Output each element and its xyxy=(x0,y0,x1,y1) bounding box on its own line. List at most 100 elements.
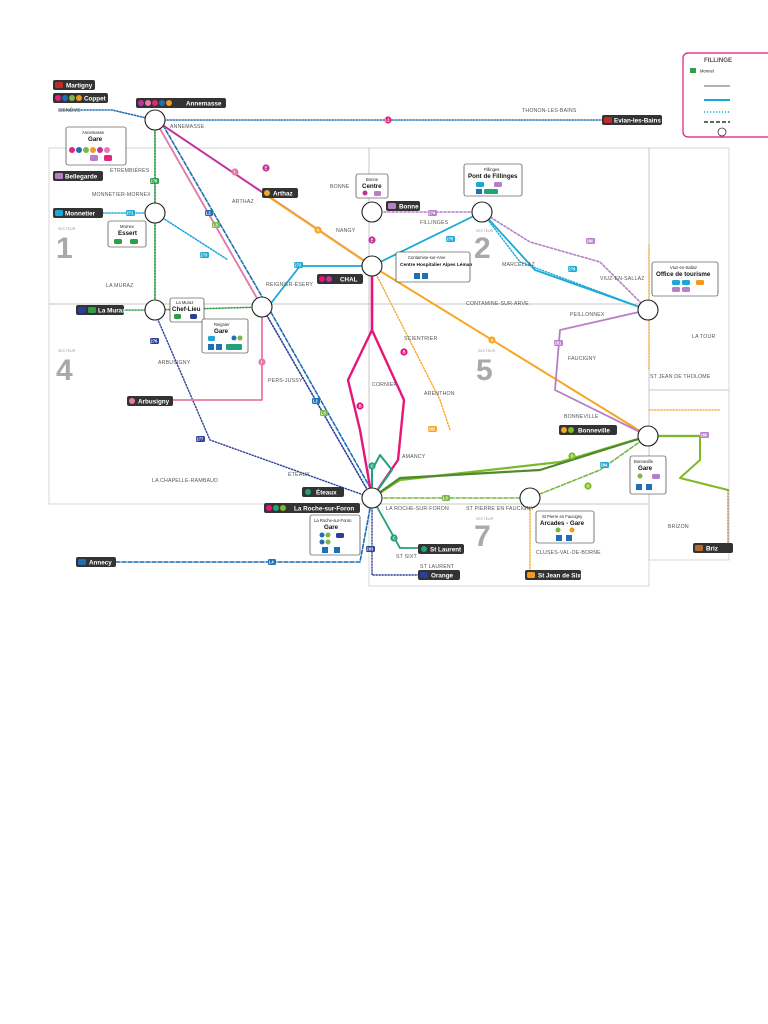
place-chapelle: LA CHAPELLE-RAMBAUD xyxy=(152,478,218,484)
svg-text:Annecy: Annecy xyxy=(89,560,112,567)
tag-evian: Evian-les-Bains xyxy=(602,115,662,125)
tag-arbusigny: Arbusigny xyxy=(127,396,173,406)
svg-text:D: D xyxy=(571,454,574,459)
svg-text:273: 273 xyxy=(200,253,208,258)
legend-title: FILLINGE xyxy=(704,57,732,64)
line-c-south xyxy=(371,497,421,549)
badge-l3b: L3 xyxy=(320,410,328,416)
badge-n279: 279 xyxy=(568,266,577,272)
place-la-roche: LA ROCHE-SUR-FORON xyxy=(386,506,449,512)
tag-bellegarde: Bellegarde xyxy=(53,171,103,181)
badge-n281: 281 xyxy=(554,340,563,346)
svg-text:La Roche-sur-Foron: La Roche-sur-Foron xyxy=(294,506,354,513)
line-teal-dotted-east xyxy=(481,211,649,311)
tag-coppet: Coppet xyxy=(53,93,108,103)
place-bonneville: BONNEVILLE xyxy=(564,414,599,420)
sector-1-label: SECTEUR xyxy=(58,227,76,231)
stop-fillinges xyxy=(471,201,493,223)
place-scientrier: SCIENTRIER xyxy=(404,336,437,342)
svg-text:275: 275 xyxy=(446,237,454,242)
tag-st-laurent: St Laurent xyxy=(418,544,464,554)
svg-text:279: 279 xyxy=(568,267,576,272)
badge-l3: L3 xyxy=(212,222,220,228)
sector-5-label: SECTEUR xyxy=(478,349,496,353)
sector-labels: SECTEUR 1 SECTEUR 2 SECTEUR 4 SECTEUR 5 … xyxy=(56,227,496,553)
badge-n280: 280 xyxy=(586,238,595,244)
svg-text:B: B xyxy=(403,350,406,355)
legend: FILLINGE Monnet xyxy=(682,52,768,138)
svg-text:Briz: Briz xyxy=(706,546,718,553)
badge-n273: 273 xyxy=(200,252,209,258)
tag-annemasse: Annemasse xyxy=(136,98,226,108)
line-l3 xyxy=(371,435,649,499)
badge-n271: 271 xyxy=(126,210,135,216)
svg-text:Bonne: Bonne xyxy=(366,177,379,182)
svg-text:L3: L3 xyxy=(321,411,327,416)
svg-text:Éteaux: Éteaux xyxy=(316,488,337,497)
svg-text:E: E xyxy=(265,166,268,171)
place-arenthon: ARENTHON xyxy=(424,391,455,397)
svg-text:Pont de Fillinges: Pont de Fillinges xyxy=(468,173,518,180)
svg-text:St Jean de Sixt: St Jean de Sixt xyxy=(538,573,584,580)
line-i xyxy=(149,119,263,401)
place-nangy: NANGY xyxy=(336,228,356,234)
line-purple-south xyxy=(554,309,649,437)
tag-monnetier: Monnetier xyxy=(53,208,103,218)
svg-text:Viuz-en-Sallaz: Viuz-en-Sallaz xyxy=(670,265,697,270)
badge-n276: 276 xyxy=(150,338,159,344)
svg-text:C: C xyxy=(393,536,396,541)
svg-text:Gare: Gare xyxy=(214,328,229,335)
badge-a2: A xyxy=(488,336,496,344)
place-arthaz: ARTHAZ xyxy=(232,199,254,205)
box-la-roche-gare: La Roche-sur-Foron Gare xyxy=(309,514,361,556)
badge-i2: I xyxy=(258,358,266,366)
svg-text:Gare: Gare xyxy=(88,136,103,143)
box-contamine: Contamine-sur-Arve Centre Hospitalier Al… xyxy=(395,251,472,283)
place-monnetier: MONNETIER-MORNEX xyxy=(92,192,151,198)
box-mornex-essert: Mornex Essert xyxy=(107,220,147,248)
place-peillonnex: PEILLONNEX xyxy=(570,312,605,318)
tag-la-roche: La Roche-sur-Foron xyxy=(264,503,360,513)
place-pers-jussy: PERS-JUSSY xyxy=(268,378,303,384)
tag-bonneville: Bonneville xyxy=(559,425,617,435)
badge-b: B xyxy=(400,348,408,356)
svg-text:Reignier: Reignier xyxy=(214,322,230,327)
svg-text:Bonneville: Bonneville xyxy=(578,428,610,435)
place-arbusigny: ARBUSIGNY xyxy=(158,360,191,366)
box-pont-fillinges: Fillinges Pont de Fillinges xyxy=(463,163,523,197)
tag-martigny: Martigny xyxy=(53,80,95,90)
line-navy-dotted-west xyxy=(154,312,373,499)
stop-bonneville xyxy=(637,425,659,447)
svg-text:Arbusigny: Arbusigny xyxy=(138,399,170,406)
svg-text:Arthaz: Arthaz xyxy=(273,191,293,198)
badge-l4: L4 xyxy=(268,559,276,565)
tag-orange: Orange xyxy=(418,570,460,580)
svg-text:282: 282 xyxy=(428,427,436,432)
place-la-muraz: LA MURAZ xyxy=(106,283,134,289)
tag-eteaux: Éteaux xyxy=(302,487,344,497)
svg-text:274: 274 xyxy=(428,211,436,216)
svg-text:L3: L3 xyxy=(443,496,449,501)
place-annemasse: ANNEMASSE xyxy=(170,124,205,130)
svg-text:L2: L2 xyxy=(206,211,212,216)
tag-arthaz: Arthaz xyxy=(262,188,298,198)
badge-n284: 284 xyxy=(600,462,609,468)
box-bonne-centre: Bonne Centre xyxy=(355,173,389,199)
tag-st-jean-de-sixt: St Jean de Sixt xyxy=(525,570,584,580)
line-c-loop xyxy=(371,454,393,499)
badge-c: C xyxy=(368,462,376,470)
badge-a: A xyxy=(314,226,322,234)
svg-text:La Muraz: La Muraz xyxy=(98,308,125,315)
sector-4-label: SECTEUR xyxy=(58,349,76,353)
badge-i: I xyxy=(231,168,239,176)
place-reignier: REIGNIER-ÉSERY xyxy=(266,281,313,288)
badge-c2: C xyxy=(390,534,398,542)
stop-bonne xyxy=(361,201,383,223)
badge-n277: 277 xyxy=(196,436,205,442)
line-teal xyxy=(267,211,649,311)
box-annemasse-gare: Annemasse Gare xyxy=(65,126,127,166)
svg-text:A: A xyxy=(491,338,494,343)
svg-text:Bonne: Bonne xyxy=(399,204,419,211)
transit-map: SECTEUR 1 SECTEUR 2 SECTEUR 4 SECTEUR 5 … xyxy=(48,52,768,587)
place-marcellaz: MARCELLAZ xyxy=(502,262,535,268)
